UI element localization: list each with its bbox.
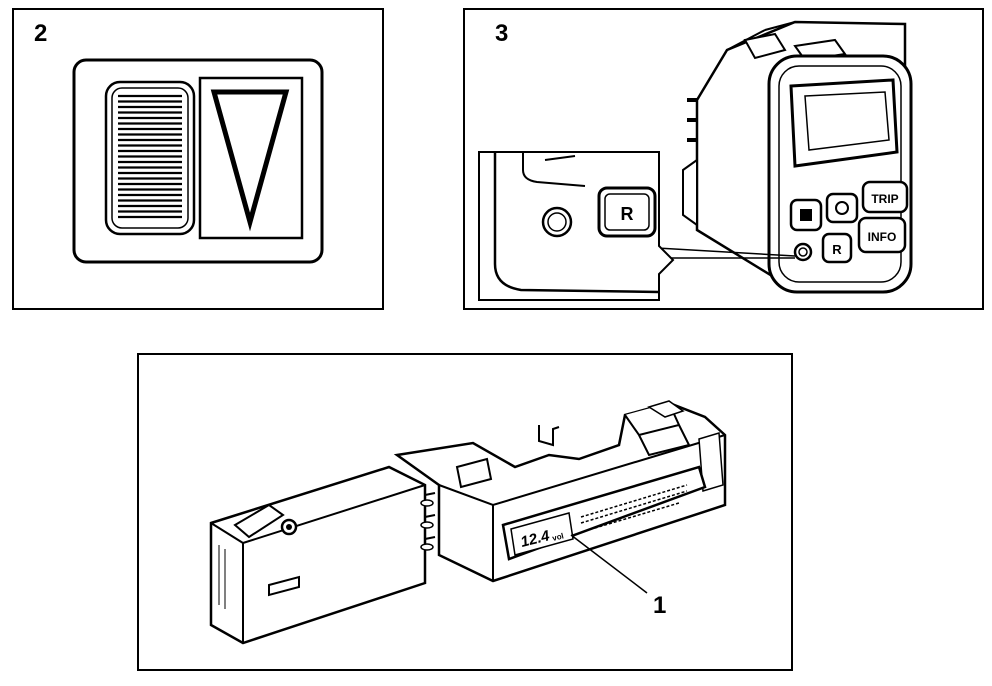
connector-pins [420, 492, 436, 551]
gear-icon [835, 201, 849, 215]
zoom-inset: R [478, 151, 675, 301]
down-triangle-icon [210, 89, 290, 232]
zoom-leader-lines [656, 247, 796, 259]
panel-3-number: 3 [495, 20, 509, 47]
thumbwheel [104, 80, 196, 236]
callout-leader [570, 534, 648, 594]
panel-3-drawing: TRIP R INFO R [478, 20, 913, 301]
mode-button[interactable] [789, 198, 823, 232]
display-screen [789, 78, 899, 168]
left-module [209, 465, 427, 645]
panel-2: 2 [12, 8, 384, 310]
display-reading: 12.4 [519, 527, 552, 551]
trip-button-label: TRIP [871, 192, 898, 206]
panel-2-number: 2 [34, 20, 48, 47]
trip-button[interactable]: TRIP [861, 180, 909, 214]
reset-button-zoom-label: R [621, 204, 634, 224]
thumbwheel-ribs [118, 94, 182, 219]
display-strip: 12.4 vol [501, 465, 707, 561]
settings-button[interactable] [825, 192, 859, 224]
panel-2-drawing [72, 58, 324, 264]
panel-3: 3 TRIP R INFO [463, 8, 984, 310]
display-unit: vol [551, 531, 564, 543]
info-button[interactable]: INFO [857, 216, 907, 254]
panel-1-drawing: 12.4 vol 1 [209, 400, 727, 645]
light-sensor-zoom [541, 206, 573, 238]
reset-button-label: R [832, 242, 842, 257]
info-button-label: INFO [868, 230, 897, 244]
main-chassis [393, 400, 727, 583]
callout-1: 1 [653, 592, 666, 619]
light-sensor [793, 242, 813, 262]
reset-button-zoom [597, 186, 657, 238]
reset-button[interactable]: R [821, 232, 853, 264]
panel-1: 12.4 vol 1 [137, 353, 793, 671]
